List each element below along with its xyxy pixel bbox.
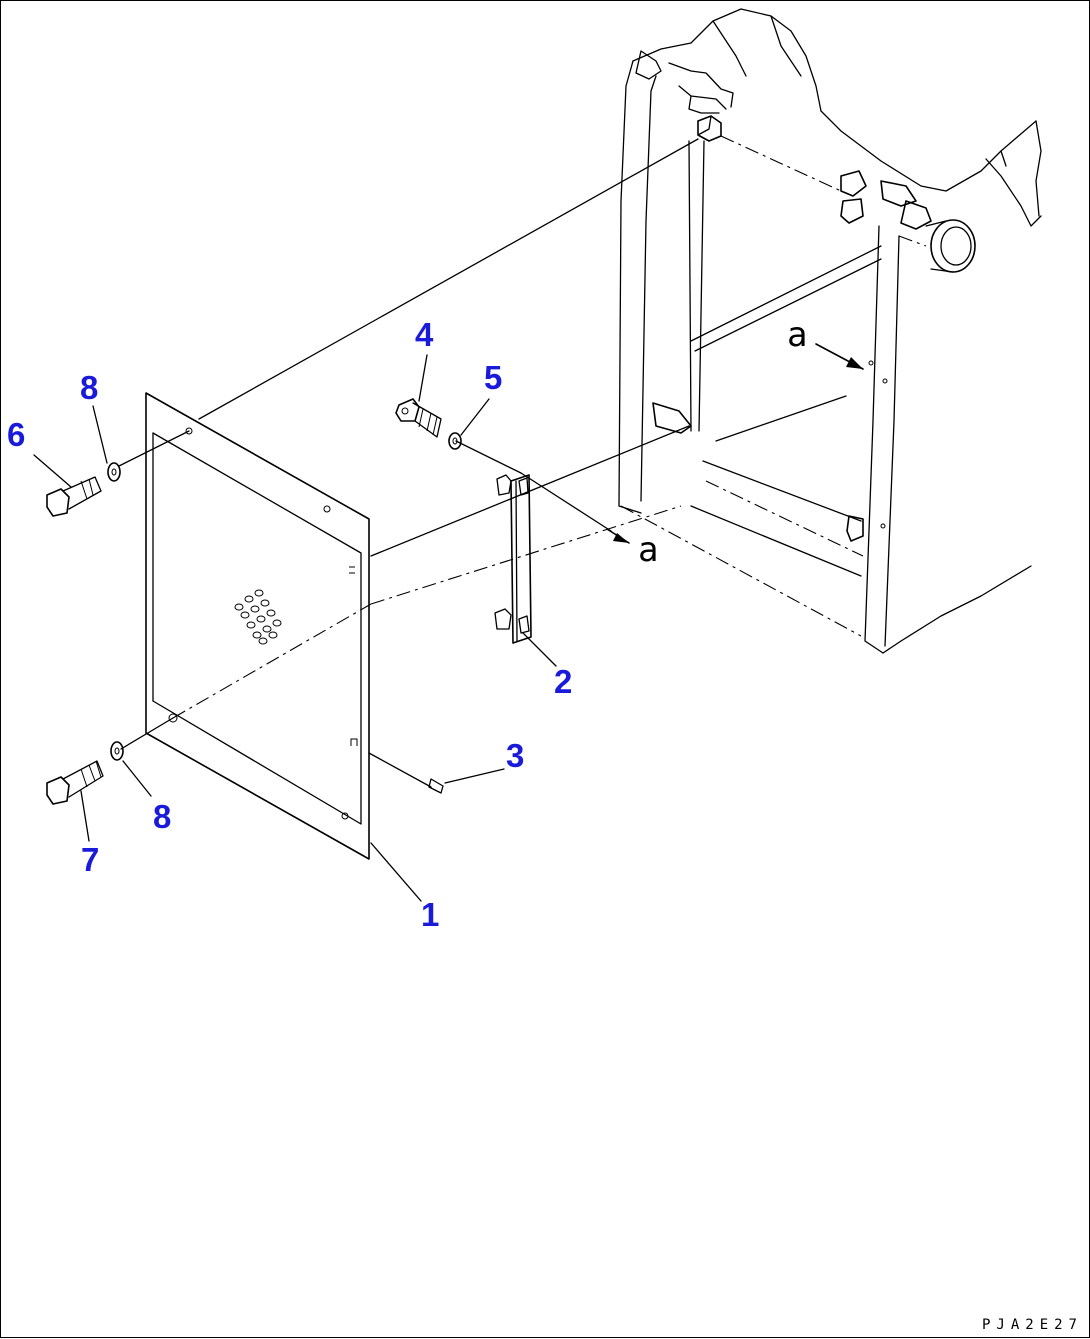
washer-upper <box>448 432 462 450</box>
bolt-left-lower <box>46 760 104 805</box>
view-arrow-upper <box>815 343 864 370</box>
view-marker-upper: a <box>787 315 807 355</box>
bolt-upper <box>395 398 442 438</box>
callout-1: 1 <box>421 896 439 933</box>
callout-7: 7 <box>81 841 99 878</box>
bolt-left-upper <box>46 476 102 517</box>
machine-frame <box>618 8 1042 654</box>
projection-lines <box>118 138 699 788</box>
callout-2: 2 <box>554 663 572 700</box>
grille-pattern <box>234 589 282 645</box>
strip-bracket <box>494 474 532 644</box>
callout-8-lower: 8 <box>153 798 171 835</box>
pin <box>428 778 444 794</box>
leader-lines <box>33 354 557 902</box>
view-arrow-lower <box>606 528 630 544</box>
washer-left-lower <box>110 741 124 761</box>
cover-plate <box>145 392 370 860</box>
callout-8-upper: 8 <box>80 369 98 406</box>
drawing-code: PJA2E27 <box>981 1317 1083 1333</box>
washer-left-upper <box>107 462 121 482</box>
view-marker-lower: a <box>638 530 658 570</box>
callout-5: 5 <box>484 359 502 396</box>
callout-6: 6 <box>7 416 25 453</box>
callout-4: 4 <box>415 316 434 353</box>
callout-3: 3 <box>506 737 524 774</box>
